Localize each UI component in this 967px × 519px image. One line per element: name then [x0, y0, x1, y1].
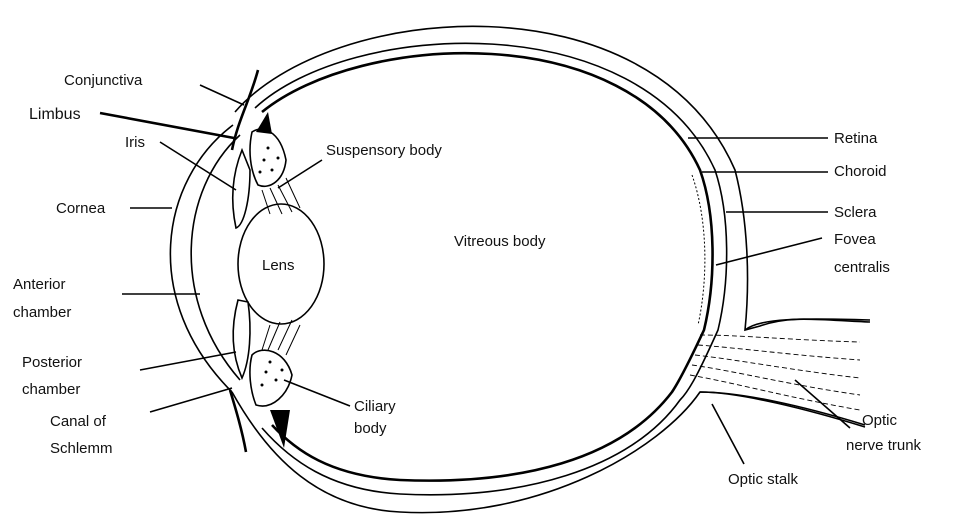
label-anterior-chamber-1: Anterior: [13, 276, 66, 293]
label-fovea-2: centralis: [834, 259, 890, 276]
label-anterior-chamber-2: chamber: [13, 304, 71, 321]
ciliary-wedge-top: [256, 112, 272, 134]
label-cornea: Cornea: [56, 200, 106, 217]
optic-nerve-fibers: [690, 335, 860, 410]
label-posterior-chamber-1: Posterior: [22, 354, 82, 371]
label-suspensory-body: Suspensory body: [326, 142, 442, 159]
label-posterior-chamber-2: chamber: [22, 381, 80, 398]
cornea-outer: [170, 125, 233, 392]
label-vitreous-body: Vitreous body: [454, 233, 546, 250]
choroid-hatch: [692, 175, 705, 325]
label-retina: Retina: [834, 130, 878, 147]
label-ciliary-2: body: [354, 420, 387, 437]
ciliary-body-lower: [250, 350, 292, 406]
label-canal-1: Canal of: [50, 413, 107, 430]
label-limbus: Limbus: [29, 106, 81, 123]
conjunctiva-line-lower: [230, 390, 246, 452]
label-optic-stalk: Optic stalk: [728, 471, 799, 488]
leader-lines: [100, 85, 850, 464]
label-canal-2: Schlemm: [50, 440, 113, 457]
sclera-outer-wall: [232, 26, 870, 512]
label-conjunctiva: Conjunctiva: [64, 72, 143, 89]
ciliary-wedge-bottom: [270, 410, 290, 448]
label-iris: Iris: [125, 134, 145, 151]
label-lens: Lens: [262, 257, 295, 274]
label-sclera: Sclera: [834, 204, 877, 221]
label-ciliary-1: Ciliary: [354, 398, 396, 415]
label-optic-nerve-2: nerve trunk: [846, 437, 922, 454]
ciliary-body-upper: [250, 129, 286, 186]
iris-lower: [233, 300, 250, 378]
label-choroid: Choroid: [834, 163, 887, 180]
retina-choroid-band: [262, 53, 713, 480]
label-optic-nerve-1: Optic: [862, 412, 898, 429]
label-fovea-1: Fovea: [834, 231, 876, 248]
